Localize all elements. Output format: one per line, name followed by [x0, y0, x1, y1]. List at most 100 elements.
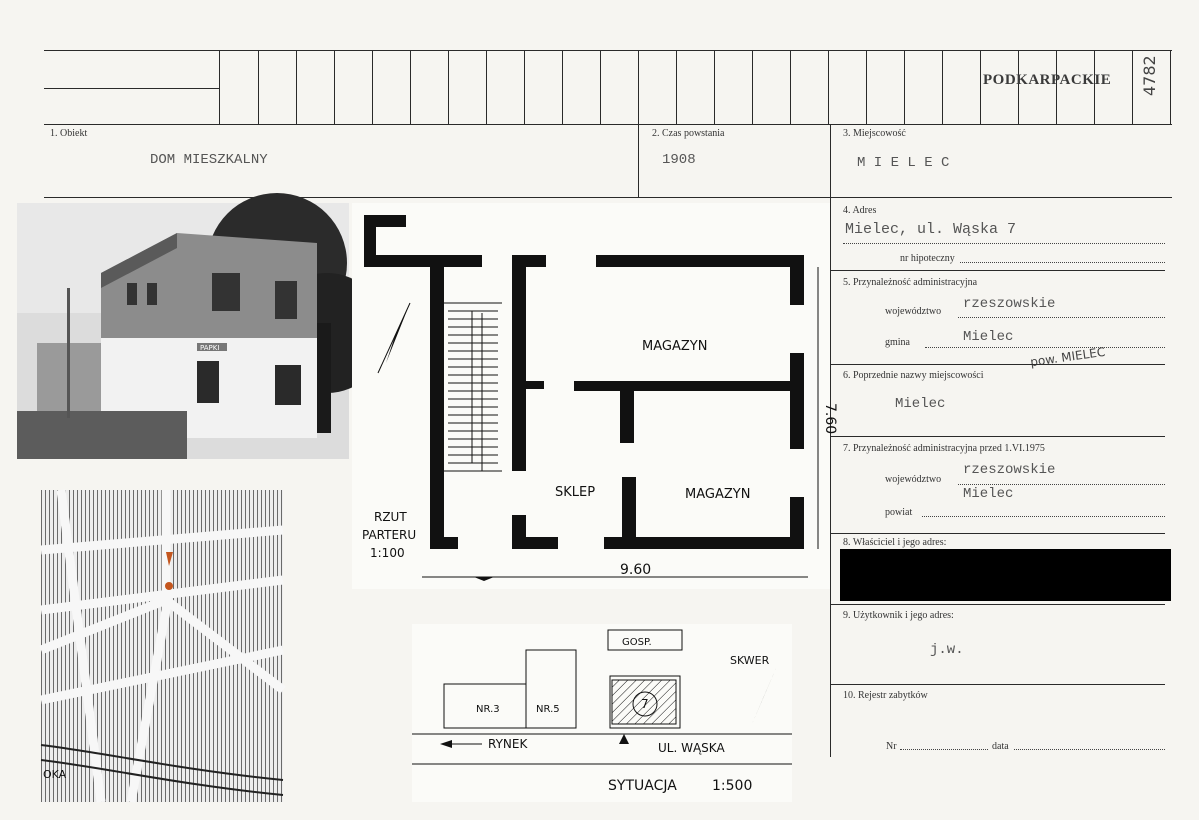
- field-7-voivodeship: rzeszowskie: [963, 462, 1056, 478]
- header-grid-column: [372, 50, 373, 124]
- header-grid-column: [296, 50, 297, 124]
- field-1-label: 1. Obiekt: [50, 128, 88, 139]
- room-label-1: MAGAZYN: [642, 339, 707, 354]
- header-grid-column: [219, 50, 220, 124]
- header-grid-column: [1056, 50, 1057, 124]
- location-map-image: OKA: [39, 489, 286, 803]
- map-label: OKA: [43, 768, 67, 781]
- field-7-district-line: [922, 516, 1165, 517]
- field-5-label: 5. Przynależność administracyjna: [843, 277, 978, 288]
- header-grid-column: [524, 50, 525, 124]
- field-7-voivodeship-label: województwo: [885, 474, 942, 485]
- building-photo: PAPKI: [17, 193, 387, 459]
- header-grid-column: [904, 50, 905, 124]
- building-photo-image: PAPKI: [17, 193, 387, 459]
- header-top-line: [44, 50, 1172, 51]
- header-grid-column: [676, 50, 677, 124]
- site-label-street: UL. WĄSKA: [658, 741, 725, 755]
- header-grid-column: [942, 50, 943, 124]
- header-grid-column: [600, 50, 601, 124]
- field-10-label: 10. Rejestr zabytków: [843, 690, 928, 701]
- field-4-value: Mielec, ul. Wąska 7: [845, 221, 1017, 238]
- header-grid-column: [980, 50, 981, 124]
- field-10-nr-label: Nr: [886, 741, 897, 752]
- field-9-label: 9. Użytkownik i jego adres:: [843, 610, 954, 621]
- field-3-value: M I E L E C: [857, 155, 950, 171]
- field-6-bottom-line: [830, 436, 1165, 437]
- field-7-bottom-line: [830, 533, 1165, 534]
- plan-title-1: RZUT: [374, 510, 407, 524]
- field-4-label: 4. Adres: [843, 205, 877, 216]
- field-6-label: 6. Poprzednie nazwy miejscowości: [843, 370, 984, 381]
- header-grid-column: [1094, 50, 1095, 124]
- owner-redaction: [840, 549, 1171, 601]
- field-3-label: 3. Miejscowość: [843, 128, 906, 139]
- room-label-3: SKLEP: [555, 485, 595, 500]
- header-grid-column: [638, 50, 639, 124]
- header-grid-column: [828, 50, 829, 124]
- site-plan: NR.3 NR.5 GOSP. SKWER 7 RYNEK UL. WĄSKA …: [412, 624, 792, 802]
- site-label-skwer: SKWER: [730, 654, 770, 667]
- field-1-value: DOM MIESZKALNY: [150, 152, 268, 168]
- field-5-voivodeship: rzeszowskie: [963, 296, 1056, 312]
- field-10-nr-line: [900, 749, 988, 750]
- header-bottom-line: [44, 124, 1172, 125]
- field-9-bottom-line: [830, 684, 1165, 685]
- field-5-commune-label: gmina: [885, 337, 910, 348]
- header-grid-column: [1132, 50, 1133, 124]
- site-label-nr3: NR.3: [476, 704, 500, 715]
- site-label-nr5: NR.5: [536, 704, 560, 715]
- header-grid-column: [410, 50, 411, 124]
- field-9-value: j.w.: [930, 642, 964, 658]
- field-5-handwritten-note: pow. MIELEC: [1029, 344, 1107, 370]
- field-8-label: 8. Właściciel i jego adres:: [843, 537, 947, 548]
- field-10-data-line: [1014, 749, 1165, 750]
- header-grid-column: [790, 50, 791, 124]
- field-2-value: 1908: [662, 152, 696, 168]
- field-4-sub-line: [960, 262, 1165, 263]
- header-grid-column: [448, 50, 449, 124]
- field-7-voivodeship-line: [958, 484, 1165, 485]
- header-grid-column: [486, 50, 487, 124]
- location-map: OKA: [39, 489, 286, 803]
- header-grid-column: [1170, 50, 1171, 124]
- site-plan-scale: 1:500: [712, 778, 752, 794]
- field-5-commune: Mielec: [963, 329, 1014, 345]
- field-5-bottom-line: [830, 364, 1165, 365]
- field-4-bottom-line: [830, 270, 1165, 271]
- room-label-2: MAGAZYN: [685, 487, 750, 502]
- floor-plan-drawing: MAGAZYN MAGAZYN SKLEP RZUT PARTERU 1:100…: [362, 215, 838, 581]
- catalog-number: 4782: [1140, 55, 1159, 96]
- field-7-district-label: powiat: [885, 507, 913, 518]
- header-grid-column: [866, 50, 867, 124]
- right-column-divider: [830, 197, 831, 757]
- header-grid-column: [752, 50, 753, 124]
- header-mid-line: [44, 88, 219, 89]
- site-house-number: 7: [641, 697, 649, 711]
- row1-divider-b: [830, 124, 831, 197]
- row1-bottom-line: [44, 197, 1172, 198]
- field-7-district: Mielec: [963, 486, 1014, 502]
- plan-scale: 1:100: [370, 546, 405, 560]
- header-grid-column: [562, 50, 563, 124]
- row1-divider-a: [638, 124, 639, 197]
- field-5-voivodeship-line: [958, 317, 1165, 318]
- plan-width-dimension: 9.60: [620, 562, 651, 578]
- header-grid-column: [258, 50, 259, 124]
- header-grid-column: [714, 50, 715, 124]
- field-4-value-line: [843, 243, 1165, 244]
- site-plan-drawing: NR.3 NR.5 GOSP. SKWER 7 RYNEK UL. WĄSKA …: [412, 629, 792, 794]
- field-7-label: 7. Przynależność administracyjna przed 1…: [843, 443, 1045, 454]
- field-5-voivodeship-label: województwo: [885, 306, 942, 317]
- field-6-value: Mielec: [895, 396, 946, 412]
- field-4-sub-label: nr hipoteczny: [900, 253, 955, 264]
- header-grid-column: [1018, 50, 1019, 124]
- floor-plan: MAGAZYN MAGAZYN SKLEP RZUT PARTERU 1:100…: [352, 203, 838, 589]
- site-plan-title: SYTUACJA: [608, 778, 677, 794]
- plan-title-2: PARTERU: [362, 528, 416, 542]
- site-label-gosp: GOSP.: [622, 637, 652, 648]
- shop-sign-text: PAPKI: [200, 344, 219, 352]
- header-grid-column: [334, 50, 335, 124]
- field-2-label: 2. Czas powstania: [652, 128, 725, 139]
